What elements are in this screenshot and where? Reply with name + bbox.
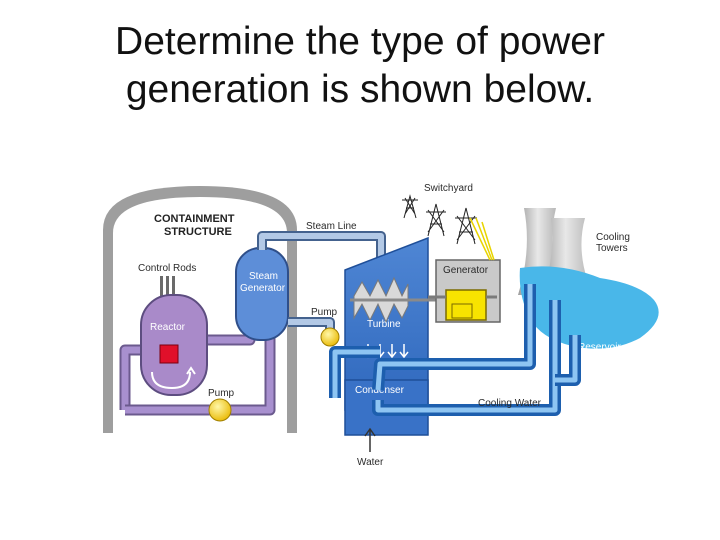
steam-generator-label-1: Steam xyxy=(249,271,278,282)
switchyard xyxy=(402,194,477,245)
cooling-water-label: Cooling Water xyxy=(478,398,542,409)
cooling-towers-label-2: Towers xyxy=(596,243,628,254)
containment-label-1: CONTAINMENT xyxy=(154,213,235,225)
reservoir xyxy=(519,266,659,349)
turbine-label: Turbine xyxy=(367,319,401,330)
reservoir-label: Reservoir xyxy=(578,342,621,353)
generator xyxy=(428,259,501,323)
water-intake-arrow xyxy=(364,427,376,452)
generator-label: Generator xyxy=(443,265,489,276)
power-lines xyxy=(469,217,495,261)
switchyard-label: Switchyard xyxy=(424,183,473,194)
pump-lower-label: Pump xyxy=(208,388,235,399)
control-rods-label: Control Rods xyxy=(138,263,196,274)
condenser-label: Condenser xyxy=(355,385,405,396)
title-line-2: generation is shown below. xyxy=(125,68,595,111)
cooling-water-pipes xyxy=(329,284,581,416)
containment-label-2: STRUCTURE xyxy=(164,226,232,238)
steam-generator-label-2: Generator xyxy=(240,283,286,294)
pump-lower xyxy=(208,398,232,422)
title-line-1: Determine the type of power xyxy=(115,20,605,63)
pump-upper xyxy=(320,327,340,347)
steam-generator xyxy=(235,247,289,341)
water-label: Water xyxy=(357,457,384,468)
cooling-towers-label-1: Cooling xyxy=(596,232,630,243)
steam-line xyxy=(257,231,386,262)
reactor-label: Reactor xyxy=(150,322,186,333)
slide-title: Determine the type of power generation i… xyxy=(0,18,720,114)
steam-line-label: Steam Line xyxy=(306,221,357,232)
reactor-vessel xyxy=(140,294,208,396)
turbine-rotor xyxy=(350,276,440,324)
pump-upper-label: Pump xyxy=(311,307,338,318)
